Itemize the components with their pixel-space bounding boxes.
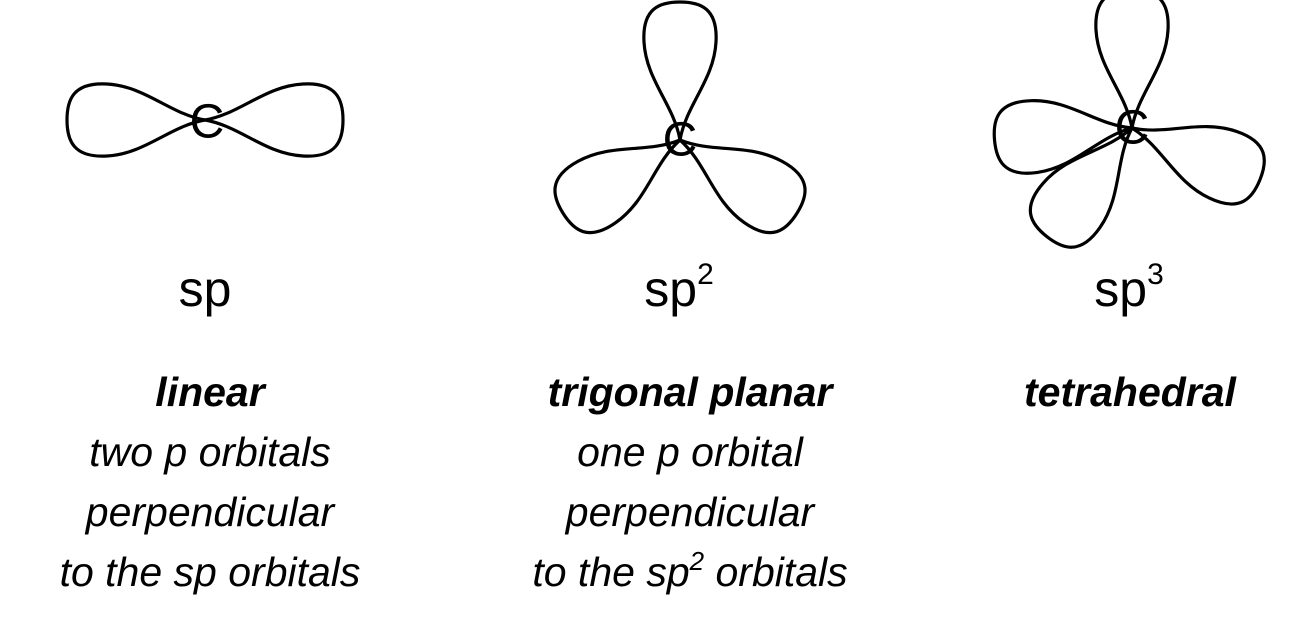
sp2-desc-line-2: perpendicular <box>565 489 815 535</box>
sp-lobe-right <box>203 82 345 158</box>
sp-hybrid-label: sp <box>55 264 355 314</box>
sp2-desc-line-3: to the sp2 orbitals <box>480 542 900 602</box>
sp-hybrid-base: sp <box>178 261 232 317</box>
sp3-carbon-atom: C <box>1115 102 1150 155</box>
sp-desc-line-1: two p orbitals <box>89 429 331 475</box>
sp-geometry: linear <box>155 369 265 415</box>
sp2-desc-line-3-sup: 2 <box>689 546 705 576</box>
sp3-lobe-back-left <box>989 90 1137 178</box>
sp-orbital-group: C <box>65 82 345 158</box>
sp2-carbon-atom: C <box>663 114 698 167</box>
sp3-hybrid-label: sp3 <box>979 260 1279 317</box>
sp2-desc-line-3-post: orbitals <box>704 549 848 595</box>
sp-desc-line-2: perpendicular <box>85 489 335 535</box>
sp-description: linear two p orbitals perpendicular to t… <box>10 362 410 602</box>
sp2-description: trigonal planar one p orbital perpendicu… <box>480 362 900 602</box>
sp2-hybrid-exponent: 2 <box>697 258 714 291</box>
sp-carbon-atom: C <box>190 96 225 149</box>
sp3-hybrid-exponent: 3 <box>1147 258 1164 291</box>
sp-lobe-left <box>65 82 207 158</box>
sp2-hybrid-base: sp <box>644 261 698 317</box>
sp3-hybrid-base: sp <box>1094 261 1148 317</box>
sp3-orbital-group: C <box>989 0 1276 261</box>
sp2-desc-line-3-pre: to the sp <box>532 549 690 595</box>
sp2-desc-line-1: one p orbital <box>577 429 803 475</box>
sp-desc-line-3: to the sp orbitals <box>59 549 361 595</box>
sp2-hybrid-label: sp2 <box>529 260 829 317</box>
sp3-geometry: tetrahedral <box>1024 369 1236 415</box>
sp3-description: tetrahedral <box>990 362 1270 422</box>
sp2-orbital-group: C <box>542 0 818 246</box>
sp2-geometry: trigonal planar <box>547 369 833 415</box>
